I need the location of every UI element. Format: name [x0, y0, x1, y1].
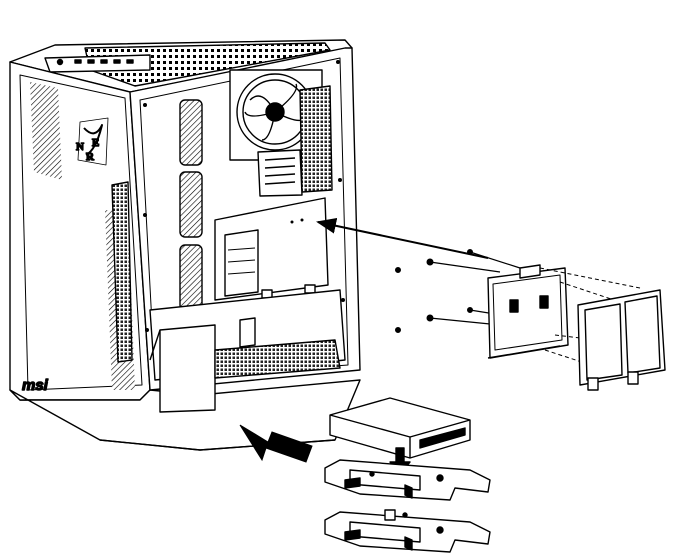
mounting-arrow	[316, 217, 489, 259]
insertion-arrow	[239, 424, 313, 463]
cable-cutouts	[179, 99, 203, 311]
front-light-bar	[111, 181, 133, 363]
svg-text:E: E	[92, 137, 99, 149]
rear-slots	[257, 85, 333, 197]
case-brand-label: msi	[22, 377, 49, 394]
svg-text:R: R	[86, 151, 95, 163]
motherboard-tray	[214, 197, 329, 301]
pc-case: N E R msi	[9, 39, 361, 451]
hdd-bracket-exploded	[487, 264, 569, 359]
front-io-panel	[44, 54, 151, 73]
hdd-drive	[577, 289, 666, 391]
psu-shroud	[149, 289, 346, 413]
hdd-tray-lower	[324, 509, 491, 553]
case-logo: N E R	[75, 117, 109, 166]
svg-text:N: N	[76, 141, 84, 153]
hdd-tray	[324, 397, 491, 501]
frame-screws	[143, 60, 345, 332]
